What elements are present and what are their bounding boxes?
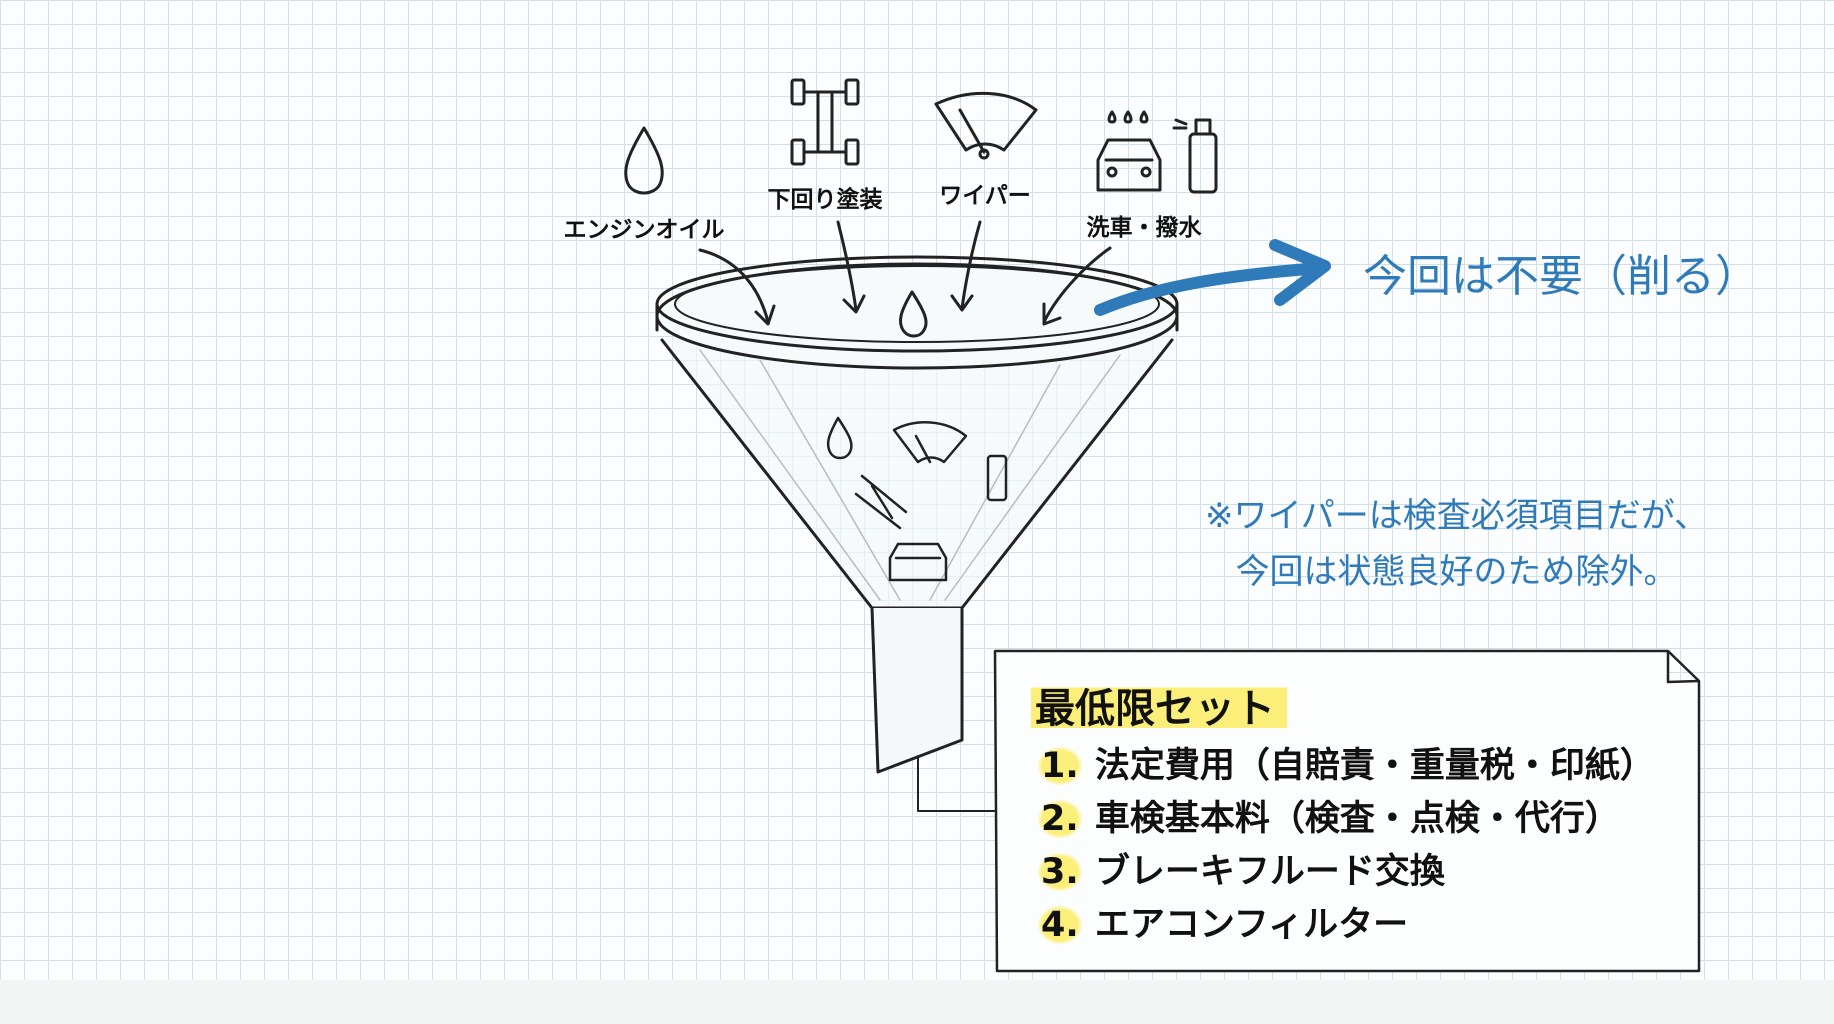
wiper-icon	[892, 421, 968, 464]
box-title: 最低限セット	[1031, 676, 1287, 734]
car-wash-icon	[1096, 110, 1162, 192]
note-line-2: 今回は状態良好のため除外。	[1235, 552, 1678, 592]
funnel-spout	[870, 606, 964, 774]
chassis-icon	[854, 474, 908, 530]
item-number: 4.	[1037, 905, 1083, 945]
item-number: 3.	[1037, 852, 1083, 892]
spray-can-icon	[986, 454, 1008, 502]
item-text: エアコンフィルター	[1094, 905, 1409, 945]
wiper-note: ※ワイパーは検査必須項目だが、 今回は状態良好のため除外。	[1205, 488, 1708, 600]
item-number: 2.	[1037, 799, 1083, 839]
oil-drop-icon	[624, 126, 664, 195]
input-label-engine-oil: エンジンオイル	[563, 217, 725, 243]
arrow	[1042, 246, 1112, 326]
wiper-icon	[934, 91, 1038, 160]
bottom-strip	[0, 980, 1834, 1024]
list-item: 2. 車検基本料（検査・点検・代行）	[1037, 793, 1655, 846]
minimum-set-list: 1. 法定費用（自賠責・重量税・印紙） 2. 車検基本料（検査・点検・代行） 3…	[1037, 740, 1655, 952]
removed-arrow	[1094, 239, 1331, 316]
spray-can-icon	[1172, 118, 1218, 194]
oil-drop-icon	[826, 416, 853, 460]
item-text: ブレーキフルード交換	[1094, 852, 1445, 892]
input-label-car-wash: 洗車・撥水	[1086, 215, 1202, 241]
removed-label: 今回は不要（削る）	[1363, 251, 1759, 302]
item-text: 車検基本料（検査・点検・代行）	[1094, 799, 1620, 839]
arrow	[836, 220, 866, 314]
minimum-set-box: 最低限セット 1. 法定費用（自賠責・重量税・印紙） 2. 車検基本料（検査・点…	[995, 650, 1699, 971]
list-item: 4. エアコンフィルター	[1037, 899, 1655, 952]
item-number: 1.	[1037, 746, 1083, 786]
item-text: 法定費用（自賠責・重量税・印紙）	[1094, 746, 1655, 786]
input-label-undercoating: 下回り塗装	[767, 187, 883, 213]
input-label-wiper: ワイパー	[939, 183, 1031, 209]
oil-drop-icon	[898, 290, 928, 338]
list-item: 1. 法定費用（自賠責・重量税・印紙）	[1037, 740, 1655, 793]
funnel-cone	[660, 338, 1174, 610]
connector-line	[917, 755, 996, 812]
note-line-1: ※ワイパーは検査必須項目だが、	[1205, 496, 1709, 536]
list-item: 3. ブレーキフルード交換	[1037, 846, 1655, 899]
chassis-icon	[790, 78, 860, 166]
arrow	[698, 248, 776, 326]
car-wash-icon	[888, 542, 948, 582]
arrow	[950, 220, 982, 312]
